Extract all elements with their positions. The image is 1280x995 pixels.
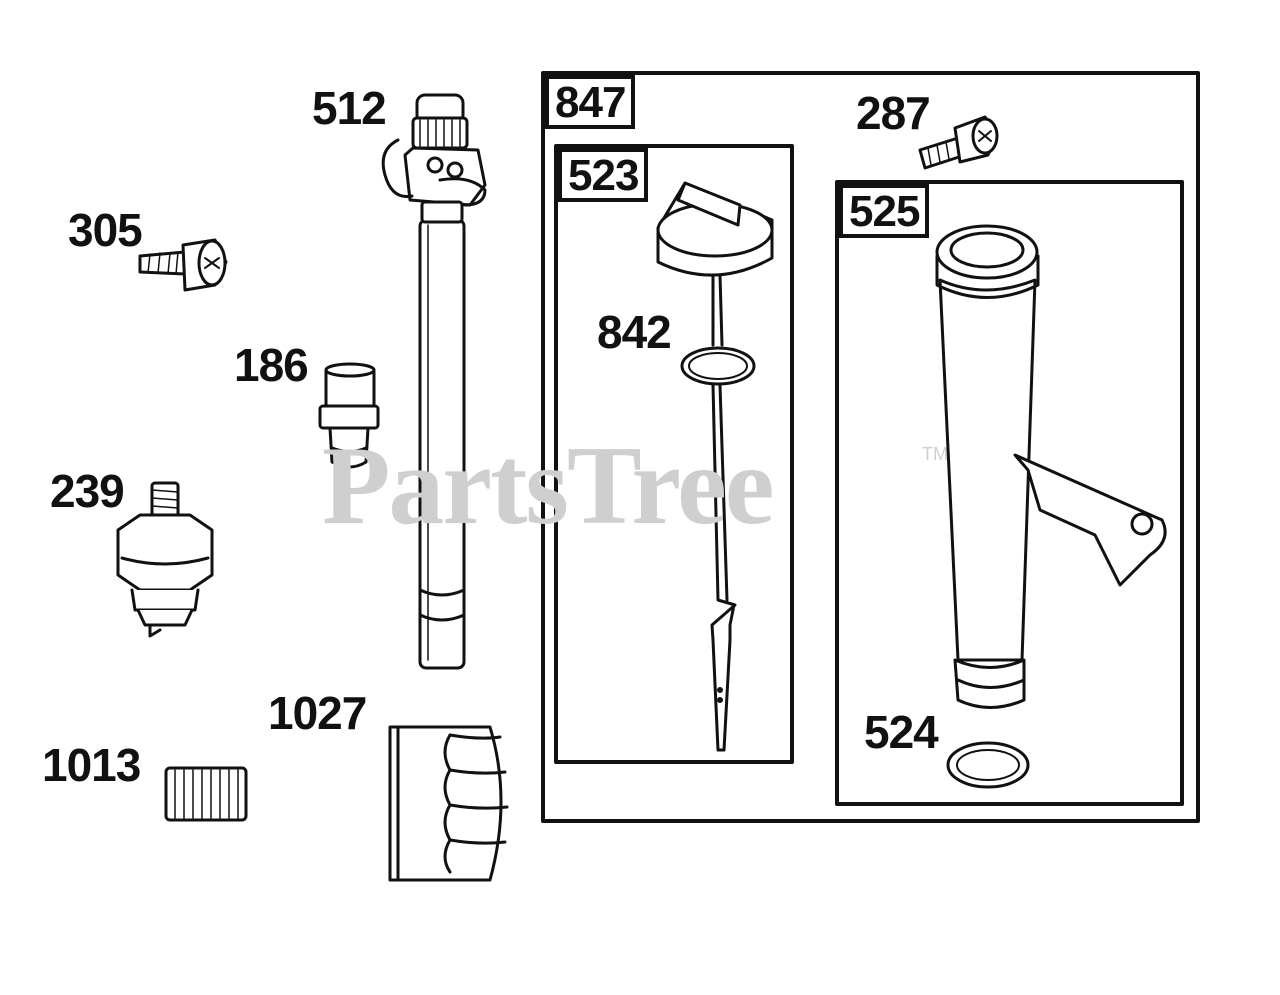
watermark-partstree: PartsTree	[322, 424, 775, 548]
part-523-dipstick	[656, 181, 774, 752]
part-label-186: 186	[234, 339, 309, 391]
group-847-box	[541, 71, 1200, 823]
part-label-239: 239	[50, 465, 125, 517]
watermark-trademark: TM	[922, 444, 948, 464]
part-186-fitting	[318, 362, 380, 469]
part-1027-oil-filter	[388, 725, 509, 882]
part-1013-screen	[164, 766, 248, 822]
part-512-dipstick-tube	[381, 93, 487, 670]
part-287-screw	[918, 115, 999, 170]
part-842-o-ring	[680, 346, 756, 386]
part-label-305: 305	[68, 204, 143, 256]
group-label-525: 525	[839, 184, 930, 238]
part-label-1027: 1027	[268, 687, 367, 739]
part-239-pressure-switch	[116, 481, 214, 638]
part-label-512: 512	[312, 82, 387, 134]
group-label-523: 523	[558, 148, 649, 202]
group-523-box	[554, 144, 794, 764]
part-524-o-ring	[946, 741, 1030, 789]
part-label-524: 524	[864, 706, 939, 758]
part-305-bolt	[138, 238, 228, 292]
part-525-filler-tube	[935, 224, 1167, 709]
part-label-287: 287	[856, 87, 931, 139]
group-525-box	[835, 180, 1184, 806]
group-label-847: 847	[545, 75, 636, 129]
part-label-1013: 1013	[42, 739, 141, 791]
part-label-842: 842	[597, 306, 672, 358]
